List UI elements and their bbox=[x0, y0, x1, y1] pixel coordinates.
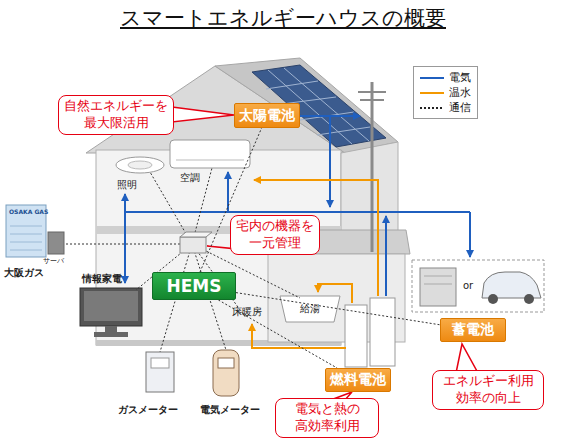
legend-row: 温水 bbox=[419, 85, 471, 100]
car-wheel bbox=[524, 294, 534, 304]
legend-row: 通信 bbox=[419, 100, 471, 115]
legend-line bbox=[420, 77, 444, 79]
power-line bbox=[329, 116, 331, 207]
part-label: 情報家電 bbox=[82, 273, 122, 284]
diagram-title: スマートエネルギーハウスの概要 bbox=[120, 6, 446, 30]
power-line bbox=[227, 172, 229, 212]
electric-meter bbox=[213, 350, 239, 396]
fuel-cell-unit bbox=[370, 298, 395, 366]
part-label: OSAKA GAS bbox=[9, 209, 48, 216]
battery-unit-detail bbox=[424, 276, 452, 284]
component-label-box: 燃料電池 bbox=[325, 368, 391, 392]
power-line bbox=[124, 194, 126, 212]
legend-row: 電気 bbox=[419, 70, 471, 85]
node-label: 燃料電池 bbox=[330, 371, 386, 389]
callout-text: エネルギー利用 効率の向上 bbox=[439, 373, 537, 407]
air-conditioner bbox=[170, 140, 250, 168]
part-label: ガスメーター bbox=[118, 404, 178, 415]
legend-line-sample bbox=[419, 73, 445, 83]
part-label: 床暖房 bbox=[232, 306, 262, 317]
legend-text: 電気 bbox=[449, 70, 471, 85]
power-line bbox=[125, 211, 470, 213]
battery-unit bbox=[420, 268, 456, 306]
battery-group-frame bbox=[412, 260, 544, 312]
power-line bbox=[469, 212, 471, 257]
bathtub bbox=[280, 296, 340, 322]
callout-text: 電気と熱の 高効率利用 bbox=[291, 401, 363, 435]
callout-text: 宅内の機器を 一元管理 bbox=[233, 218, 317, 252]
building-windows bbox=[10, 226, 42, 250]
callout-tail bbox=[172, 107, 234, 122]
legend-line bbox=[420, 92, 444, 94]
part-label: 電気メーター bbox=[200, 404, 260, 415]
tv-set bbox=[80, 288, 142, 326]
legend-line-sample bbox=[419, 103, 445, 113]
hems-router-top bbox=[180, 232, 212, 237]
car-wheel bbox=[488, 294, 498, 304]
fuel-cell-unit bbox=[345, 305, 367, 367]
legend-text: 温水 bbox=[449, 85, 471, 100]
hems-box: HEMS bbox=[152, 272, 236, 300]
power-line bbox=[124, 212, 126, 283]
server-box bbox=[48, 232, 64, 254]
part-label: 空調 bbox=[180, 172, 200, 183]
utility-pole bbox=[371, 82, 374, 252]
part-label: 照明 bbox=[117, 179, 137, 190]
hot-water-line bbox=[318, 284, 352, 303]
legend-text: 通信 bbox=[449, 100, 471, 115]
legend-line-sample bbox=[419, 88, 445, 98]
component-label-box: 蓄電池 bbox=[440, 318, 506, 342]
callout-text: 自然エネルギーを 最大限活用 bbox=[61, 98, 171, 132]
tv-screen bbox=[84, 291, 138, 321]
component-label-box: 太陽電池 bbox=[234, 103, 300, 128]
pole-crossbar bbox=[360, 99, 384, 101]
part-label: 大阪ガス bbox=[4, 267, 44, 278]
node-label: 蓄電池 bbox=[452, 321, 494, 339]
electric-car bbox=[482, 272, 541, 298]
callout-box: 宅内の機器を 一元管理 bbox=[230, 215, 320, 255]
communication-connector bbox=[236, 293, 440, 325]
callout-tail bbox=[456, 344, 478, 373]
gas-meter-dial bbox=[151, 358, 169, 368]
gas-meter bbox=[146, 352, 174, 392]
part-label: or bbox=[463, 280, 473, 291]
legend-line bbox=[420, 107, 444, 109]
communication-connector bbox=[218, 300, 337, 368]
communication-line bbox=[64, 168, 300, 352]
title-wrap: スマートエネルギーハウスの概要 bbox=[0, 4, 566, 32]
tv-stand bbox=[105, 326, 117, 332]
air-conditioner-vent bbox=[176, 160, 244, 161]
ceiling-light bbox=[116, 157, 164, 173]
tv-base bbox=[94, 332, 128, 337]
part-label: 給湯 bbox=[300, 303, 320, 314]
callout-box: 自然エネルギーを 最大限活用 bbox=[58, 95, 174, 135]
hems-router bbox=[180, 237, 206, 253]
part-label: サーバ bbox=[43, 258, 64, 266]
callout-box: 電気と熱の 高効率利用 bbox=[275, 398, 379, 438]
node-label: 太陽電池 bbox=[239, 107, 295, 125]
node-label: HEMS bbox=[166, 276, 221, 296]
power-line bbox=[385, 216, 387, 296]
pole-crossbar bbox=[358, 91, 386, 93]
hot-water-line bbox=[252, 324, 346, 348]
legend-box: 電気温水通信 bbox=[413, 66, 478, 119]
electric-meter-window bbox=[218, 358, 234, 368]
callout-box: エネルギー利用 効率の向上 bbox=[432, 370, 544, 410]
ceiling-light-inner bbox=[128, 161, 152, 169]
